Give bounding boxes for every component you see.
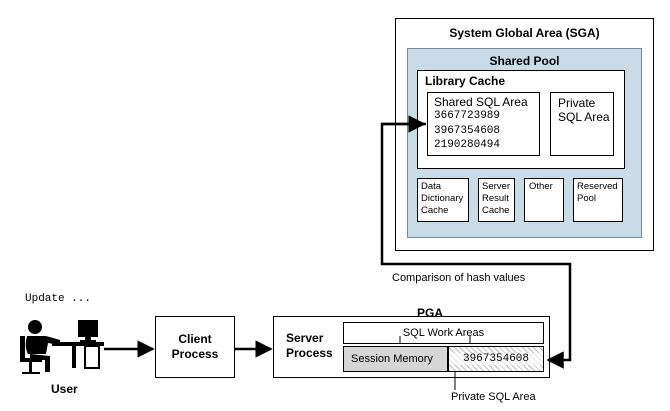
hash-value: 2190280494 — [434, 139, 501, 151]
server-result-cache-line: Result — [482, 193, 509, 204]
server-process-label-2: Process — [286, 346, 333, 360]
update-label: Update ... — [25, 293, 92, 305]
reserved-pool-line: Reserved — [577, 181, 618, 192]
data-dictionary-cache-line: Data — [421, 181, 442, 192]
hash-value: 3667723989 — [434, 110, 501, 122]
private-sql-area-sga: Private SQL Area — [550, 92, 614, 156]
library-cache-title: Library Cache — [425, 74, 506, 88]
shared-sql-area-title: Shared SQL Area — [434, 95, 528, 109]
comparison-label: Comparison of hash values — [392, 272, 526, 284]
reserved-pool: Reserved Pool — [573, 178, 623, 222]
client-process-label-1: Client — [178, 332, 212, 346]
sql-work-areas: SQL Work Areas — [343, 322, 544, 344]
session-memory-label: Session Memory — [351, 353, 433, 365]
private-sql-area-label-1: Private — [558, 96, 596, 110]
shared-pool-title: Shared Pool — [489, 54, 560, 68]
client-process-box: Client Process — [155, 316, 235, 378]
server-result-cache-line: Cache — [482, 205, 510, 216]
client-process-label-2: Process — [171, 347, 219, 361]
server-result-cache: Server Result Cache — [478, 178, 515, 222]
session-memory: Session Memory — [343, 346, 448, 372]
data-dictionary-cache-line: Dictionary — [421, 193, 464, 204]
server-result-cache-line: Server — [482, 181, 510, 192]
private-sql-area-pga-label: Private SQL Area — [451, 391, 536, 403]
sga-title: System Global Area (SGA) — [449, 26, 600, 40]
server-process-label-1: Server — [286, 331, 324, 345]
reserved-pool-line: Pool — [577, 193, 597, 204]
other-cache-line: Other — [529, 181, 553, 192]
other-cache: Other — [524, 178, 564, 222]
data-dictionary-cache-line: Cache — [421, 205, 449, 216]
user-label: User — [51, 382, 78, 396]
private-sql-area-pga: 3967354608 — [448, 346, 544, 372]
sql-work-areas-label: SQL Work Areas — [402, 327, 485, 339]
private-sql-area-label-2: SQL Area — [558, 110, 610, 124]
pga-hash-value: 3967354608 — [449, 353, 543, 365]
shared-sql-area: Shared SQL Area 3667723989 3967354608 21… — [427, 92, 540, 156]
data-dictionary-cache: Data Dictionary Cache — [417, 178, 469, 222]
hash-value: 3967354608 — [434, 125, 501, 137]
